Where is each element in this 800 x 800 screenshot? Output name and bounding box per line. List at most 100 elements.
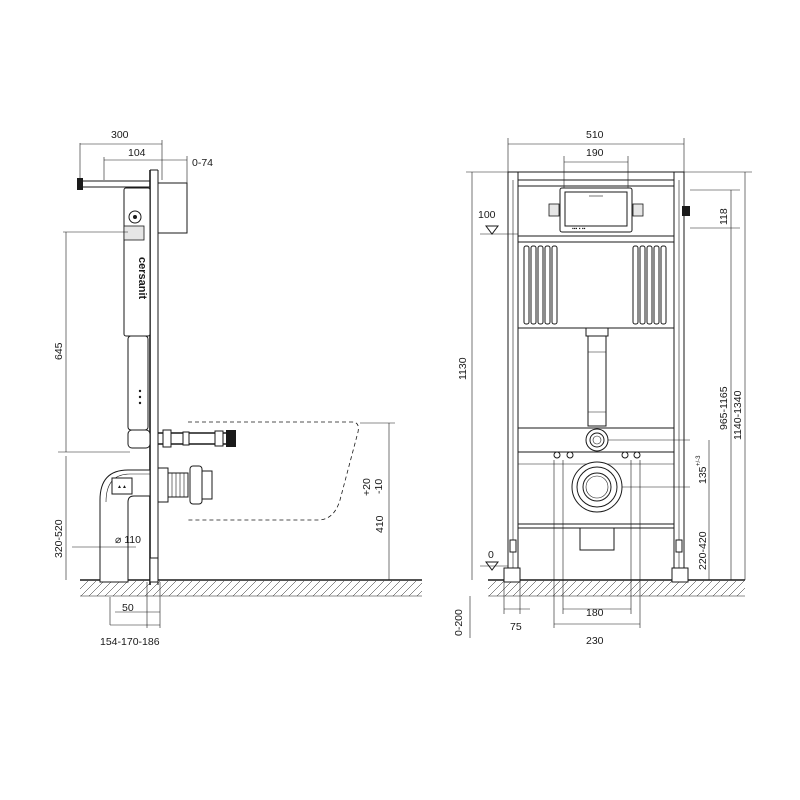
svg-text:▲▲: ▲▲ bbox=[117, 484, 127, 490]
cistern-rib bbox=[523, 245, 530, 325]
floor-hatch-line bbox=[664, 580, 681, 597]
floor-hatch-line bbox=[168, 580, 185, 597]
dim-100: 100 bbox=[478, 209, 496, 221]
cistern-rib bbox=[653, 245, 660, 325]
floor-hatch-line bbox=[640, 580, 657, 597]
side-dim-110: ⌀ 110 bbox=[72, 534, 141, 560]
floor-hatch-line bbox=[608, 580, 625, 597]
dim-645: 645 bbox=[53, 342, 65, 360]
floor-hatch-line bbox=[248, 580, 265, 597]
floor-hatch-line bbox=[312, 580, 329, 597]
floor-hatch-line bbox=[656, 580, 673, 597]
dim-410: 410 bbox=[374, 515, 386, 533]
floor-hatch-line bbox=[272, 580, 289, 597]
dim-minus-10: -10 bbox=[373, 479, 385, 494]
floor-hatch-line bbox=[632, 580, 649, 597]
cistern-rib bbox=[646, 245, 653, 325]
floor-hatch-line bbox=[696, 580, 713, 597]
dim-plus-20: +20 bbox=[361, 478, 373, 496]
dim-0-200: 0-200 bbox=[453, 609, 465, 636]
front-view: 510 190 ▪▪▪ ▪ ▪▪ bbox=[453, 129, 752, 647]
floor-hatch-line bbox=[512, 580, 529, 597]
floor-hatch-line bbox=[336, 580, 353, 597]
floor-hatch-line bbox=[184, 580, 201, 597]
floor-hatch-line bbox=[280, 580, 297, 597]
floor-hatch-line bbox=[208, 580, 225, 597]
floor-hatch-line bbox=[264, 580, 281, 597]
dim-965-1165: 965-1165 bbox=[718, 386, 730, 430]
side-floor bbox=[79, 579, 423, 597]
floor-hatch-line bbox=[400, 580, 417, 597]
floor-hatch-line bbox=[487, 580, 497, 590]
floor-hatch-line bbox=[688, 580, 705, 597]
floor-hatch-line bbox=[616, 580, 633, 597]
dim-510: 510 bbox=[586, 129, 604, 141]
dim-110: ⌀ 110 bbox=[115, 534, 141, 546]
front-frame bbox=[503, 171, 690, 583]
floor-hatch-line bbox=[80, 580, 97, 597]
front-right-dims: 118 965-1165 1140-1340 135 +/-3 220-420 bbox=[684, 171, 752, 580]
dim-190: 190 bbox=[586, 147, 604, 159]
floor-hatch-line bbox=[192, 580, 209, 597]
floor-hatch-line bbox=[120, 580, 137, 597]
floor-hatch-line bbox=[672, 580, 689, 597]
floor-hatch-line bbox=[376, 580, 393, 597]
floor-hatch-line bbox=[544, 580, 561, 597]
cistern-rib bbox=[551, 245, 558, 325]
floor-hatch-line bbox=[216, 580, 233, 597]
dim-300: 300 bbox=[111, 129, 129, 141]
side-waste-elbow: ▲▲ bbox=[99, 469, 151, 583]
dim-230: 230 bbox=[586, 635, 604, 647]
floor-hatch-line bbox=[560, 580, 577, 597]
front-floor bbox=[487, 579, 746, 597]
floor-hatch-line bbox=[224, 580, 241, 597]
floor-hatch-line bbox=[88, 580, 105, 597]
front-mounting-bolts bbox=[553, 451, 641, 628]
front-bottom-dims: 75 180 230 bbox=[503, 582, 640, 647]
floor-hatch-line bbox=[416, 590, 423, 597]
dim-154-170-186: 154-170-186 bbox=[100, 636, 160, 648]
side-flush-pipe bbox=[127, 335, 151, 449]
cistern-rib bbox=[530, 245, 537, 325]
floor-hatch-line bbox=[496, 580, 513, 597]
dim-1140-1340: 1140-1340 bbox=[732, 390, 744, 440]
side-cistern: cersanit bbox=[123, 187, 151, 337]
floor-hatch-line bbox=[520, 580, 537, 597]
dim-118: 118 bbox=[718, 208, 730, 225]
side-view: 300 104 0-74 cersanit bbox=[53, 129, 423, 648]
floor-hatch-line bbox=[104, 580, 121, 597]
floor-hatch-line bbox=[256, 580, 273, 597]
floor-hatch-line bbox=[408, 582, 423, 597]
front-waste-outlet bbox=[571, 461, 690, 551]
floor-hatch-line bbox=[728, 580, 745, 597]
floor-hatch-line bbox=[488, 580, 505, 597]
floor-hatch-line bbox=[296, 580, 313, 597]
dim-75: 75 bbox=[510, 621, 522, 633]
floor-hatch-line bbox=[624, 580, 641, 597]
floor-hatch-line bbox=[576, 580, 593, 597]
front-left-dims: 1130 100 0 0-200 bbox=[453, 171, 518, 638]
dim-104: 104 bbox=[128, 147, 146, 159]
cistern-rib bbox=[660, 245, 667, 325]
floor-hatch-line bbox=[360, 580, 377, 597]
floor-hatch-line bbox=[368, 580, 385, 597]
floor-hatch-line bbox=[584, 580, 601, 597]
floor-hatch-line bbox=[720, 580, 737, 597]
dim-320-520: 320-520 bbox=[53, 519, 65, 558]
front-flush-outlet bbox=[585, 428, 690, 452]
svg-text:▪▪▪ ▪ ▪▪: ▪▪▪ ▪ ▪▪ bbox=[572, 226, 586, 232]
floor-hatch-line bbox=[528, 580, 545, 597]
dim-1130: 1130 bbox=[457, 357, 469, 380]
front-cistern: ▪▪▪ ▪ ▪▪ bbox=[517, 185, 675, 329]
floor-hatch-line bbox=[128, 580, 145, 597]
side-top-rail bbox=[77, 178, 150, 190]
floor-hatch-line bbox=[536, 580, 553, 597]
floor-hatch-line bbox=[704, 580, 721, 597]
floor-hatch-line bbox=[112, 580, 129, 597]
dim-180: 180 bbox=[586, 607, 604, 619]
floor-hatch-line bbox=[328, 580, 345, 597]
side-wc-bowl-outline bbox=[188, 421, 359, 521]
floor-hatch-line bbox=[736, 587, 746, 597]
floor-hatch-line bbox=[712, 580, 729, 597]
floor-hatch-line bbox=[552, 580, 569, 597]
